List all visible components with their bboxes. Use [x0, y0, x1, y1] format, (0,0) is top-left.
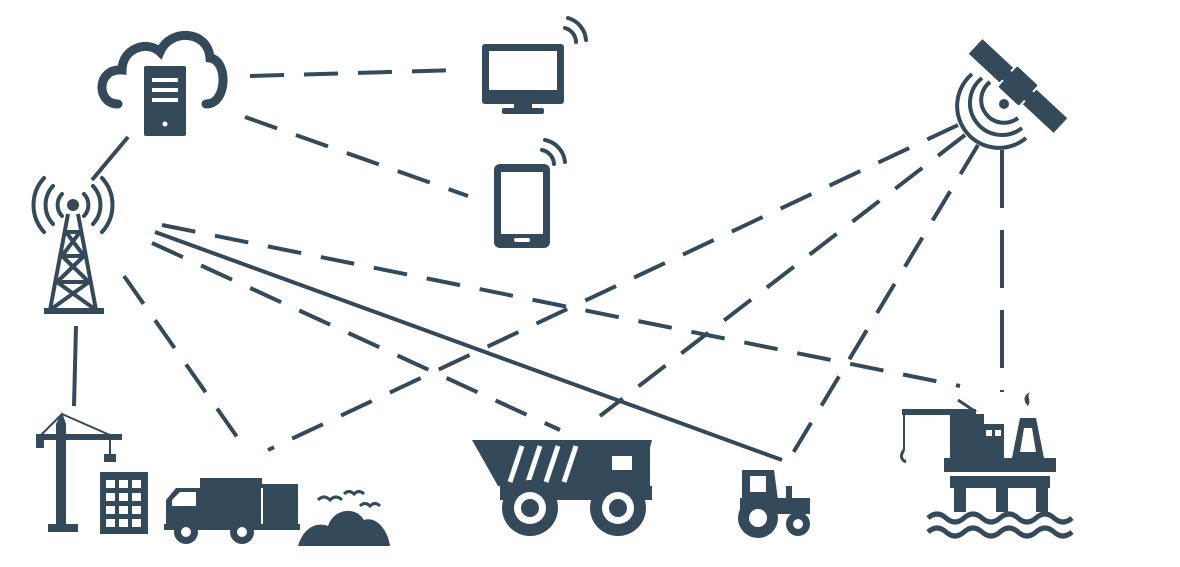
- link-satellite-tractor: [788, 143, 980, 460]
- link-tower-tractor: [154, 230, 783, 462]
- links: [72, 68, 1004, 462]
- link-tower-oil-platform: [161, 223, 961, 388]
- link-tower-construction: [72, 325, 78, 407]
- link-tower-mining-truck: [151, 241, 561, 432]
- link-tower-garbage-truck: [122, 274, 244, 446]
- radio-tower-icon: [31, 176, 115, 314]
- construction-crane-building-icon: [36, 412, 148, 534]
- wireless-tablet-icon: [494, 138, 567, 248]
- mining-dump-truck-icon: [472, 440, 652, 536]
- garbage-truck-icon: [164, 478, 300, 544]
- link-cloud-monitor: [249, 68, 459, 78]
- offshore-oil-platform-icon: [899, 392, 1074, 539]
- link-cloud-tablet: [244, 115, 469, 198]
- waste-pile-icon: [298, 490, 390, 546]
- link-satellite-garbage-truck: [267, 123, 959, 452]
- link-satellite-mining-truck: [598, 133, 967, 418]
- wireless-monitor-icon: [482, 16, 588, 114]
- link-cloud-tower: [90, 135, 130, 182]
- tractor-icon: [738, 470, 810, 538]
- satellite-icon: [955, 39, 1068, 150]
- cloud-server-icon: [97, 31, 228, 136]
